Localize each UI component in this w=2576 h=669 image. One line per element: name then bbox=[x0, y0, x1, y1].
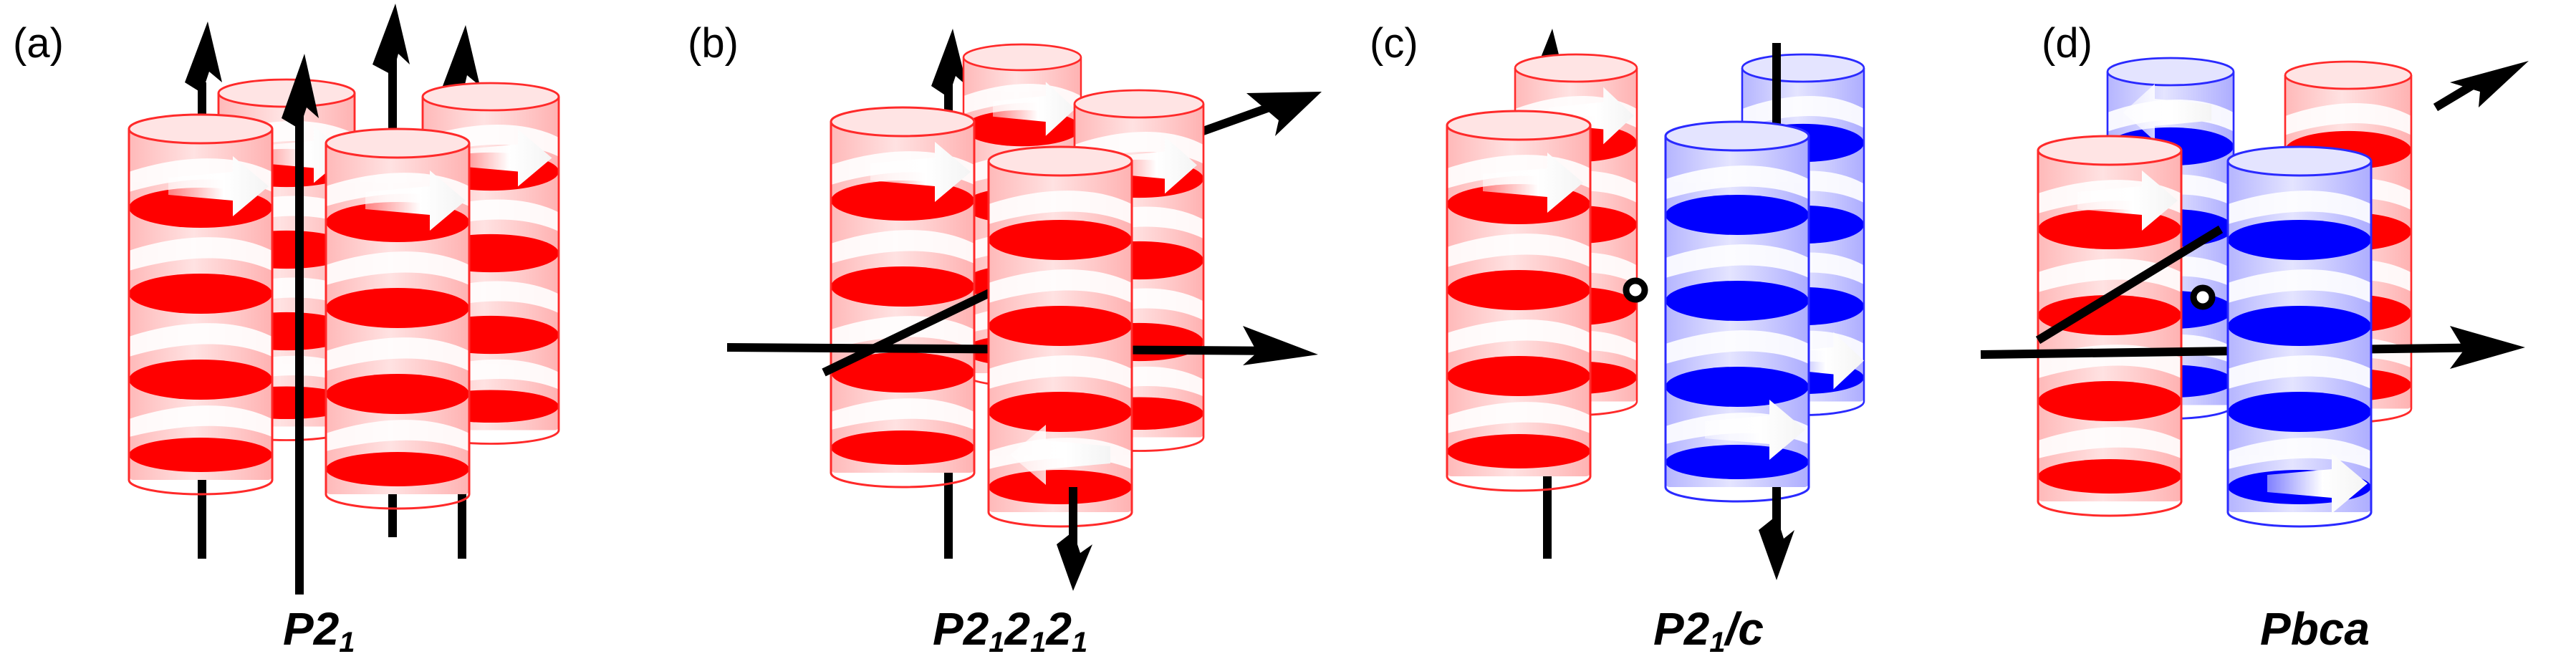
space-group-label-part: 2 bbox=[313, 603, 340, 655]
panel-label-d: (d) bbox=[2042, 20, 2092, 67]
panel-label-b: (b) bbox=[688, 20, 739, 67]
space-group-label-d: Pbca bbox=[2260, 603, 2370, 655]
screw-axis-d-diagonal-front bbox=[2035, 225, 2224, 345]
inversion-center-d bbox=[2190, 284, 2216, 310]
screw-axis-d-diagonal-head bbox=[2450, 61, 2529, 107]
helix-a-front-left bbox=[128, 113, 274, 496]
screw-axis-b-diagonal-front bbox=[822, 282, 1005, 377]
screw-axis-b-vertical-head bbox=[931, 29, 967, 97]
panel-a: (a) P21 bbox=[13, 4, 560, 658]
space-group-label-part: P bbox=[1653, 603, 1684, 655]
screw-axis-a-heads bbox=[185, 4, 480, 97]
space-group-label-a: P21 bbox=[283, 603, 355, 658]
screw-axis-d-horizontal-head bbox=[2450, 326, 2525, 369]
space-group-label-part: 2 bbox=[1004, 603, 1031, 655]
space-group-label-part: Pbca bbox=[2260, 603, 2370, 655]
space-group-label-b: P212121 bbox=[933, 603, 1087, 658]
space-group-label-part: 2 bbox=[1683, 603, 1710, 655]
screw-axis-b-horizontal-head bbox=[1243, 326, 1318, 365]
screw-axis-c-front-head bbox=[1759, 516, 1794, 580]
inversion-center-c bbox=[1623, 277, 1648, 303]
screw-axis-a-front-head bbox=[282, 54, 319, 129]
screw-axis-b-vertical-front-head bbox=[1057, 531, 1092, 591]
screw-axis-b-diagonal-head bbox=[1246, 92, 1322, 136]
space-group-label-part: 1 bbox=[1030, 627, 1046, 658]
space-group-label-part: 1 bbox=[1709, 627, 1725, 658]
helix-b-front-left bbox=[830, 106, 976, 488]
space-group-label-part: 1 bbox=[1072, 627, 1087, 658]
space-group-label-part: P bbox=[933, 603, 963, 655]
space-group-label-part: /c bbox=[1724, 603, 1764, 655]
panel-d: (d) Pbca bbox=[1980, 20, 2529, 655]
space-group-label-part: P bbox=[283, 603, 314, 655]
helix-d-front-right bbox=[2226, 145, 2373, 528]
helix-b-front-right bbox=[987, 145, 1133, 528]
helix-a-front-right bbox=[325, 127, 471, 510]
panel-c: (c) P21/c bbox=[1370, 20, 1865, 658]
helix-c-front-right bbox=[1664, 120, 1810, 503]
helix-c-front-left bbox=[1446, 110, 1592, 492]
space-group-label-part: 2 bbox=[963, 603, 989, 655]
panel-label-c: (c) bbox=[1370, 20, 1418, 67]
space-group-label-c: P21/c bbox=[1653, 603, 1764, 658]
screw-axis-d-diagonal-back bbox=[2433, 82, 2474, 112]
panel-label-a: (a) bbox=[13, 20, 64, 67]
space-group-label-part: 1 bbox=[989, 627, 1004, 658]
space-group-label-part: 2 bbox=[1045, 603, 1072, 655]
space-group-label-part: 1 bbox=[339, 627, 355, 658]
panel-b: (b) P212121 bbox=[688, 20, 1322, 658]
